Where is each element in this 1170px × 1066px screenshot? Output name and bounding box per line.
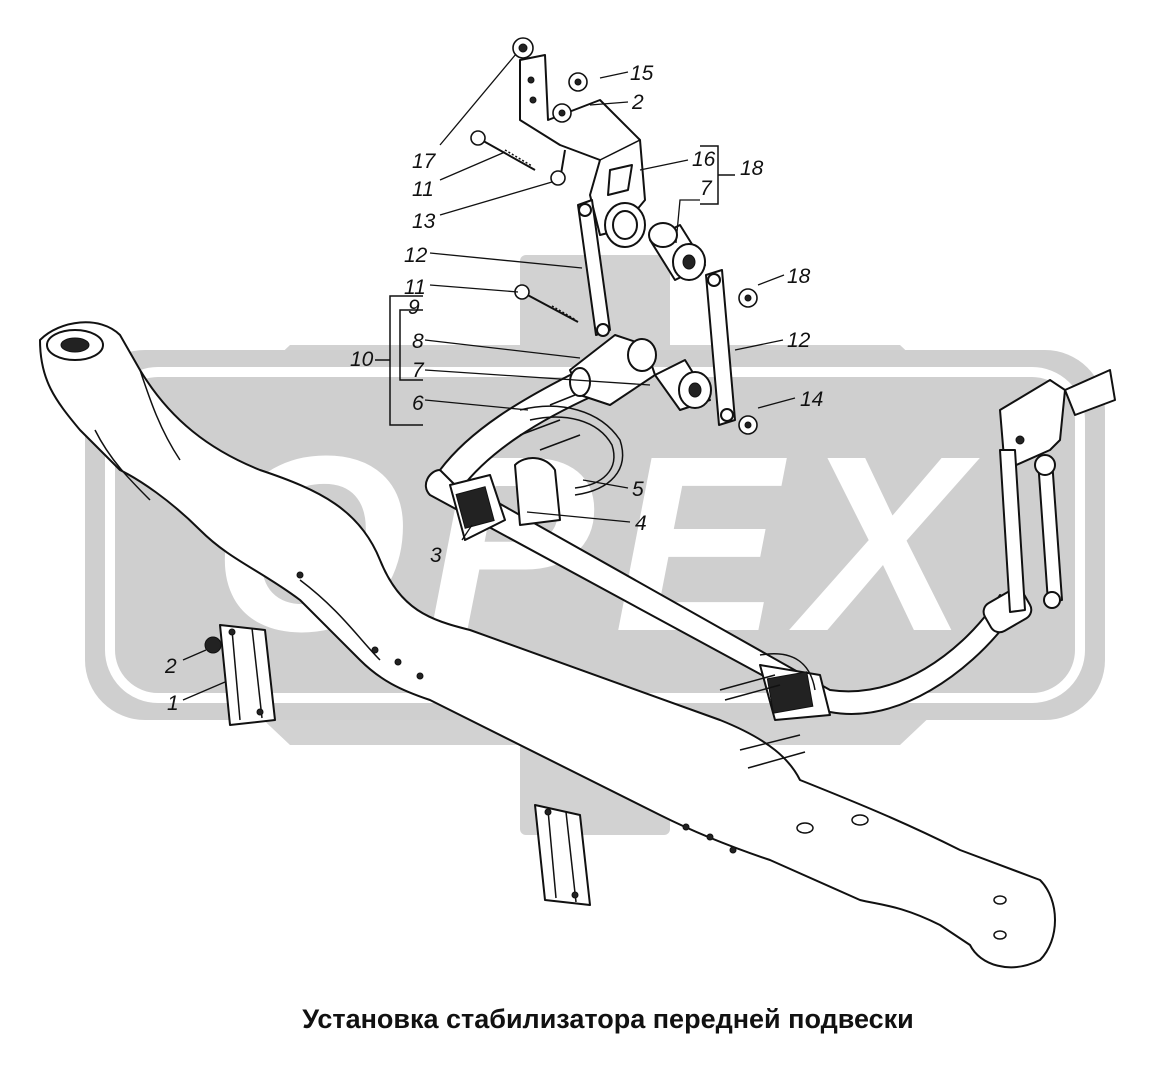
callout-9: 9 [408,296,420,319]
axle-pad-left [219,624,276,726]
callout-17: 18 [740,157,764,180]
callout-18-upper: 18 [787,265,811,288]
callout-15: 15 [630,62,654,85]
nut-18-lower [738,415,758,435]
callout-4: 4 [635,512,647,535]
leader-lines [182,53,796,701]
front-axle-beam [39,321,1056,969]
left-bar-clamp [449,394,624,541]
axle-pad-right [534,804,591,906]
callout-5: 5 [632,478,644,501]
right-link-assembly [999,369,1116,613]
callout-10: 10 [350,348,374,371]
nut-2-upper [552,103,572,123]
diagram-caption: Установка стабилизатора передней подвеск… [302,1004,914,1034]
bolt-14 [512,37,534,59]
bracket-bushing [604,202,646,248]
callout-14: 17 [412,150,437,173]
right-clamp-studs [719,674,806,769]
callout-3: 3 [430,544,442,567]
callout-6: 6 [412,392,424,415]
bolt-11-lower [514,284,579,323]
right-bar-clamp [719,653,831,769]
nut-18-upper [738,288,758,308]
callout-labels: 17 15 2 11 16 18 13 7 12 11 18 9 8 12 10… [164,62,823,715]
callout-2-lower: 2 [164,655,177,678]
callout-8: 8 [412,330,424,353]
callout-12-right: 12 [787,329,811,352]
callout-2-upper: 2 [631,91,644,114]
link-rod-left [577,199,611,337]
screw-13 [550,149,566,186]
callout-13: 13 [412,210,436,233]
callout-1: 1 [167,692,179,715]
group-bracket-10 [375,295,423,426]
callout-16: 16 [692,148,716,171]
bolt-11-upper [470,130,536,171]
nut-15 [568,72,588,92]
rubber-bushing-lower [654,359,712,411]
bar-end-sleeve [569,334,657,406]
left-clamp-studs [519,394,581,451]
callout-12-left: 12 [404,244,428,267]
callout-11-lower: 11 [404,276,426,299]
callout-18-lower: 14 [800,388,823,411]
nut-2-lower [204,636,222,654]
link-rod-right [705,269,736,426]
callout-7-lower: 7 [412,359,425,382]
callout-7-upper: 7 [700,177,713,200]
callout-11-upper: 11 [412,178,434,201]
group-bracket-17 [700,145,735,205]
